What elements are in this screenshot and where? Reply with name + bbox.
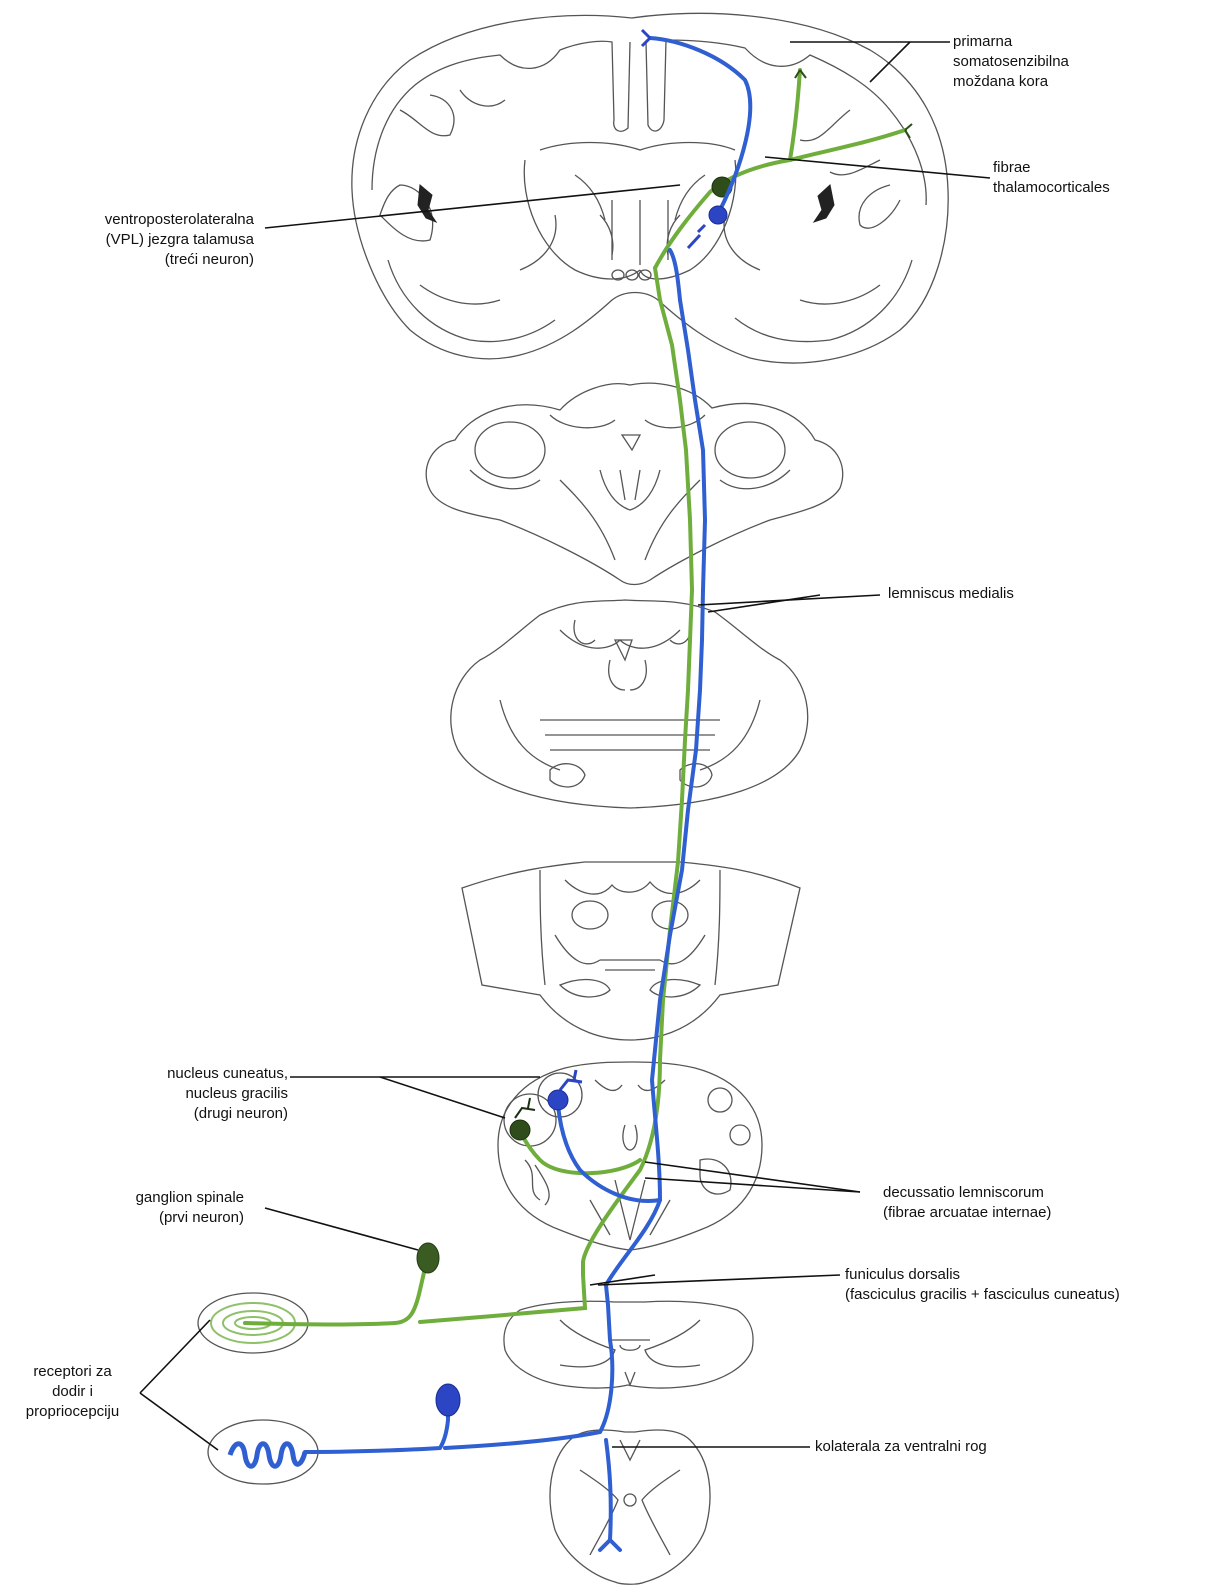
label-ganglion-line1: ganglion spinale bbox=[135, 1189, 244, 1206]
label-collateral: kolaterala za ventralni rog bbox=[815, 1437, 987, 1457]
label-thalamocortical-line1: fibrae bbox=[993, 159, 1031, 176]
label-cortex-line2: somatosenzibilna bbox=[953, 53, 1069, 70]
label-ganglion-line2: (prvi neuron) bbox=[158, 1209, 244, 1226]
label-lemniscus: lemniscus medialis bbox=[888, 584, 1014, 604]
spinal-cord-lower-section bbox=[549, 1429, 711, 1585]
label-thalamocortical: fibrae thalamocorticales bbox=[993, 158, 1110, 198]
label-funiculus-line2: (fasciculus gracilis + fasciculus cuneat… bbox=[845, 1286, 1120, 1303]
label-receptors-line3: propriocepciju bbox=[25, 1403, 120, 1420]
medulla-lower-section bbox=[497, 1061, 763, 1251]
label-funiculus-line1: funiculus dorsalis bbox=[845, 1266, 961, 1283]
label-lemniscus-line1: lemniscus medialis bbox=[888, 585, 1014, 602]
label-ganglion: ganglion spinale (prvi neuron) bbox=[136, 1188, 244, 1228]
medulla-upper-section bbox=[461, 861, 801, 1041]
label-decussatio-line1: decussatio lemniscorum bbox=[883, 1184, 1044, 1201]
label-vpl-line2: (VPL) jezgra talamusa bbox=[105, 231, 254, 248]
midbrain-section bbox=[425, 382, 844, 586]
pons-section bbox=[450, 599, 809, 809]
label-receptors: receptori za dodir i propriocepciju bbox=[10, 1362, 135, 1422]
label-decussatio-line2: (fibrae arcuatae internae) bbox=[883, 1204, 1052, 1221]
label-nuclei-line1: nucleus cuneatus, bbox=[167, 1065, 288, 1082]
label-vpl-line1: ventroposterolateralna bbox=[104, 211, 254, 228]
label-thalamocortical-line2: thalamocorticales bbox=[993, 179, 1110, 196]
label-collateral-line1: kolaterala za ventralni rog bbox=[815, 1438, 987, 1455]
label-funiculus: funiculus dorsalis (fasciculus gracilis … bbox=[845, 1265, 1120, 1305]
label-cortex: primarna somatosenzibilna moždana kora bbox=[953, 32, 1069, 92]
label-nuclei-line2: nucleus gracilis bbox=[185, 1085, 288, 1102]
label-cortex-line3: moždana kora bbox=[953, 73, 1049, 90]
blue-pathway bbox=[303, 28, 753, 1552]
green-pathway bbox=[243, 68, 913, 1327]
label-decussatio: decussatio lemniscorum (fibrae arcuatae … bbox=[883, 1183, 1051, 1223]
label-nuclei: nucleus cuneatus, nucleus gracilis (drug… bbox=[167, 1064, 288, 1124]
label-receptors-line1: receptori za bbox=[33, 1363, 112, 1380]
label-vpl: ventroposterolateralna (VPL) jezgra tala… bbox=[105, 210, 254, 270]
leader-lines bbox=[139, 41, 991, 1451]
spinal-cord-upper-section bbox=[503, 1300, 754, 1389]
label-vpl-line3: (treći neuron) bbox=[164, 251, 254, 268]
label-cortex-line1: primarna bbox=[953, 33, 1013, 50]
label-receptors-line2: dodir i bbox=[52, 1383, 93, 1400]
label-nuclei-line3: (drugi neuron) bbox=[193, 1105, 288, 1122]
